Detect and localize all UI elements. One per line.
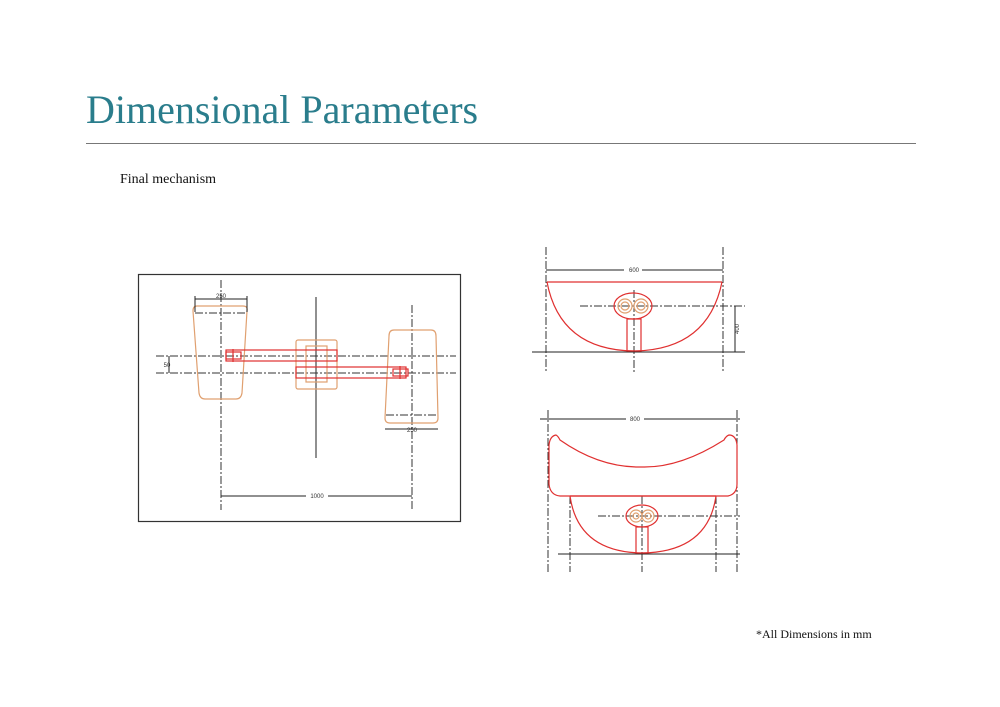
dim-label-400: 400 xyxy=(735,323,741,334)
dim-label-600: 600 xyxy=(629,268,640,274)
dim-label-1000: 1000 xyxy=(310,494,324,500)
dimensions-unit-note: *All Dimensions in mm xyxy=(756,627,872,641)
dim-label-800: 800 xyxy=(630,417,641,423)
title-divider xyxy=(86,143,916,144)
dim-label-250-left: 250 xyxy=(216,294,227,300)
plan-view-drawing: 250 250 50 1000 xyxy=(137,273,462,523)
side-view-drawing: 800 xyxy=(540,410,740,572)
dim-label-250-right: 250 xyxy=(407,428,418,434)
page-title: Dimensional Parameters xyxy=(86,87,479,132)
dim-label-50: 50 xyxy=(164,363,171,369)
front-view-drawing: 600 400 xyxy=(532,247,745,372)
section-subtitle: Final mechanism xyxy=(120,172,217,184)
